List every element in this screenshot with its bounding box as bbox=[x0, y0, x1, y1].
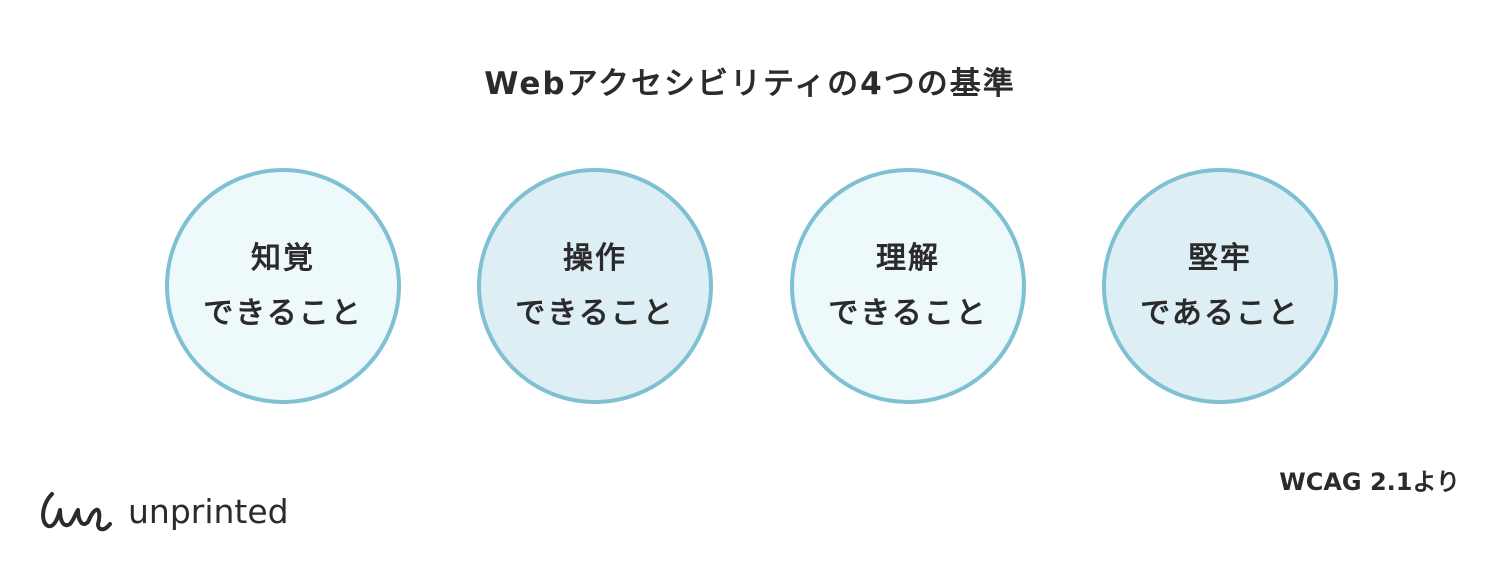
principle-name: 操作 bbox=[563, 241, 627, 276]
brand-logo: unprinted bbox=[38, 488, 289, 534]
principle-name: 知覚 bbox=[251, 241, 315, 276]
source-note: WCAG 2.1より bbox=[1279, 468, 1460, 496]
principle-robust: 堅牢 であること bbox=[1102, 168, 1338, 404]
principle-name: 堅牢 bbox=[1188, 241, 1252, 276]
logo-text: unprinted bbox=[128, 491, 289, 531]
principle-name: 理解 bbox=[876, 241, 940, 276]
principle-operable: 操作 できること bbox=[477, 168, 713, 404]
logo-mark-icon bbox=[41, 492, 112, 532]
principle-perceivable: 知覚 できること bbox=[165, 168, 401, 404]
principle-understandable: 理解 できること bbox=[790, 168, 1026, 404]
principle-subtitle: できること bbox=[515, 296, 675, 331]
diagram-title: Webアクセシビリティの4つの基準 bbox=[484, 66, 1016, 102]
principle-subtitle: できること bbox=[203, 296, 363, 331]
principle-subtitle: であること bbox=[1140, 296, 1300, 331]
principle-subtitle: できること bbox=[828, 296, 988, 331]
